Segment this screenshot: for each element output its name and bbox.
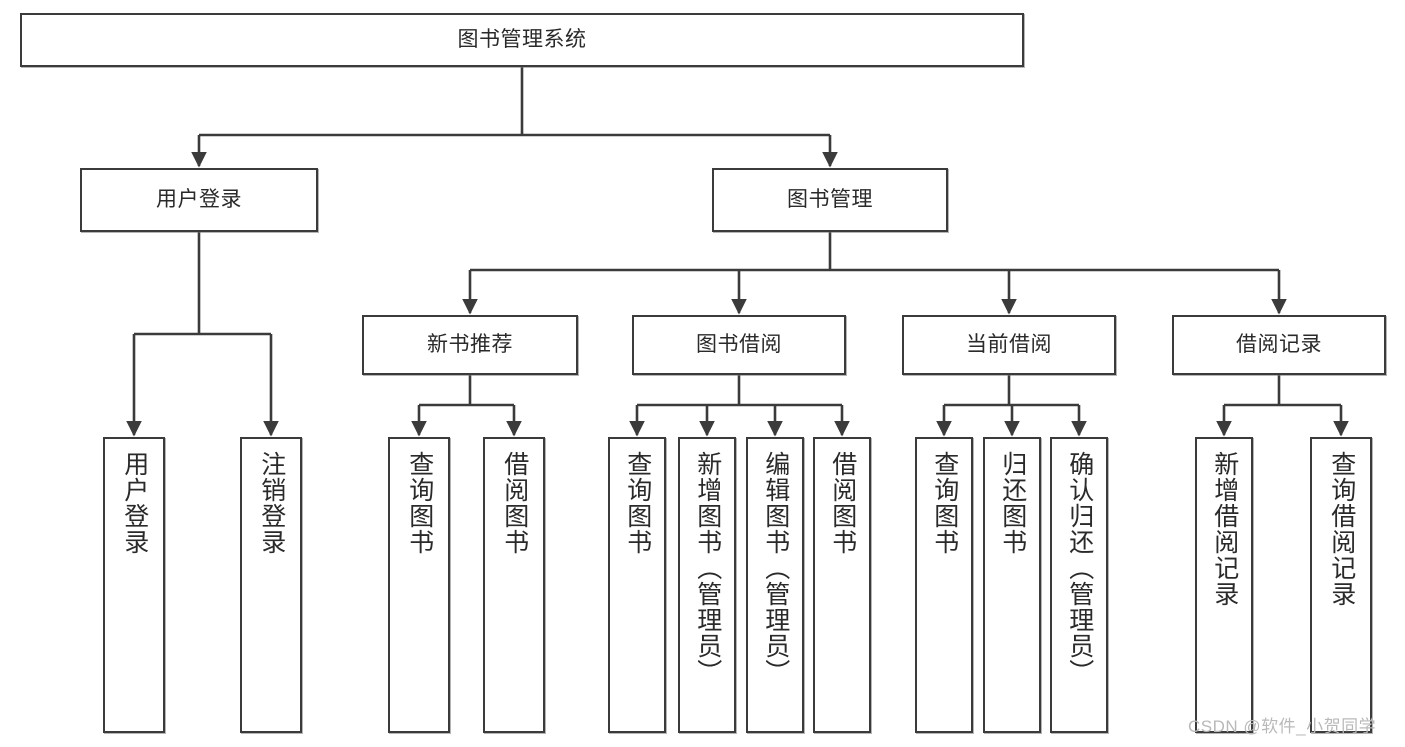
level2-node-box[interactable]: 用户登录 (80, 168, 318, 232)
root-node-box[interactable]: 图书管理系统 (20, 13, 1024, 67)
leaf-node-box[interactable]: 用户登录 (103, 437, 165, 733)
level3-node-label: 图书借阅 (696, 332, 782, 356)
leaf-node-label: 注销登录 (257, 451, 286, 555)
leaf-node-label: 查询借阅记录 (1327, 451, 1356, 607)
leaf-node-box[interactable]: 确认归还（管理员） (1050, 437, 1108, 733)
leaf-node-label: 用户登录 (120, 451, 149, 555)
leaf-node-box[interactable]: 归还图书 (983, 437, 1041, 733)
level3-node-label: 当前借阅 (966, 332, 1052, 356)
leaf-node-label: 借阅图书 (500, 451, 529, 555)
leaf-node-box[interactable]: 新增借阅记录 (1195, 437, 1253, 733)
level3-node-box[interactable]: 借阅记录 (1172, 315, 1386, 375)
leaf-node-box[interactable]: 注销登录 (240, 437, 302, 733)
leaf-node-box[interactable]: 编辑图书（管理员） (746, 437, 804, 733)
leaf-node-label: 查询图书 (930, 451, 959, 555)
level2-node-label: 图书管理 (787, 187, 873, 211)
leaf-node-label: 借阅图书 (828, 451, 857, 555)
leaf-node-label: 编辑图书（管理员） (761, 451, 790, 685)
root-node-label: 图书管理系统 (457, 27, 587, 51)
level2-node-box[interactable]: 图书管理 (712, 168, 948, 232)
level2-node-label: 用户登录 (156, 187, 242, 211)
leaf-node-box[interactable]: 查询图书 (915, 437, 973, 733)
leaf-node-label: 确认归还（管理员） (1065, 451, 1094, 685)
leaf-node-label: 新增图书（管理员） (693, 451, 722, 685)
leaf-node-box[interactable]: 借阅图书 (483, 437, 545, 733)
leaf-node-box[interactable]: 查询借阅记录 (1310, 437, 1372, 733)
level3-node-label: 新书推荐 (427, 332, 513, 356)
leaf-node-label: 查询图书 (623, 451, 652, 555)
watermark-text: CSDN @软件_小贺同学 (1188, 717, 1377, 736)
level3-node-box[interactable]: 当前借阅 (902, 315, 1116, 375)
leaf-node-label: 归还图书 (998, 451, 1027, 555)
leaf-node-box[interactable]: 查询图书 (388, 437, 450, 733)
level3-node-box[interactable]: 新书推荐 (362, 315, 578, 375)
leaf-node-label: 新增借阅记录 (1210, 451, 1239, 607)
leaf-node-box[interactable]: 借阅图书 (813, 437, 871, 733)
level3-node-box[interactable]: 图书借阅 (632, 315, 846, 375)
leaf-node-box[interactable]: 查询图书 (608, 437, 666, 733)
leaf-node-box[interactable]: 新增图书（管理员） (678, 437, 736, 733)
leaf-node-label: 查询图书 (405, 451, 434, 555)
level3-node-label: 借阅记录 (1236, 332, 1322, 356)
